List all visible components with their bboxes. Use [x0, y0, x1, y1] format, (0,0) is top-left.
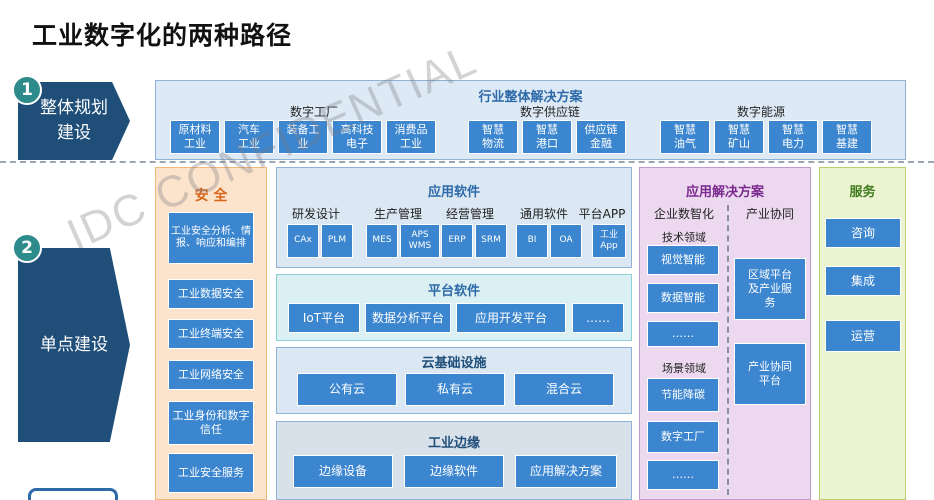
- industry-title: 行业整体解决方案: [478, 90, 583, 105]
- solution-col2-label: 产业协同: [745, 207, 794, 221]
- security-item: 工业身份和数字信任: [168, 401, 254, 445]
- industry-item: 智慧 油气: [660, 120, 710, 154]
- collab-item: 产业协同 平台: [734, 343, 806, 405]
- edge-title: 工业边缘: [427, 436, 480, 451]
- step1-number-badge: 1: [12, 75, 42, 105]
- divider-dashed: [0, 161, 934, 163]
- solution-divider: [727, 205, 729, 495]
- tech-item: 数据智能: [647, 283, 719, 313]
- company-logo: [28, 488, 118, 500]
- scene-item: 数字工厂: [647, 421, 719, 453]
- collab-item: 区域平台 及产业服 务: [734, 258, 806, 320]
- cloud-item: 私有云: [405, 373, 505, 406]
- edge-item: 应用解决方案: [515, 455, 617, 488]
- service-item: 咨询: [825, 218, 901, 248]
- industry-item: 智慧 港口: [522, 120, 572, 154]
- service-item: 集成: [825, 266, 901, 296]
- app-group-label: 研发设计: [291, 207, 340, 221]
- platform-title: 平台软件: [427, 284, 480, 299]
- app-item: MES: [366, 224, 398, 258]
- app-item: SRM: [475, 224, 507, 258]
- tech-item: 视觉智能: [647, 245, 719, 275]
- service-item: 运营: [825, 320, 901, 352]
- security-item: 工业安全服务: [168, 453, 254, 493]
- scene-item: ……: [647, 460, 719, 490]
- tech-item: ……: [647, 321, 719, 347]
- scene-label: 场景领域: [662, 362, 706, 375]
- app-group-label: 经营管理: [445, 207, 494, 221]
- group-label-digital-supply-chain: 数字供应链: [519, 105, 580, 119]
- step1-label: 整体规划 建设: [40, 98, 108, 143]
- industry-item: 智慧 基建: [822, 120, 872, 154]
- industry-item: 装备工 业: [278, 120, 328, 154]
- cloud-title: 云基础设施: [421, 356, 487, 371]
- app-item: APS WMS: [400, 224, 440, 258]
- platform-item: IoT平台: [288, 303, 360, 333]
- page-title: 工业数字化的两种路径: [32, 21, 293, 50]
- security-title: 安 全: [194, 188, 228, 204]
- tech-label: 技术领域: [662, 231, 706, 244]
- security-item: 工业数据安全: [168, 279, 254, 309]
- cloud-item: 公有云: [297, 373, 397, 406]
- industry-item: 高科技 电子: [332, 120, 382, 154]
- step1-chevron: 整体规划 建设: [18, 82, 130, 160]
- security-item: 工业终端安全: [168, 319, 254, 349]
- solution-title: 应用解决方案: [685, 185, 764, 200]
- industry-item: 消费品 工业: [386, 120, 436, 154]
- step2-chevron: 单点建设: [18, 248, 130, 442]
- app-item: BI: [516, 224, 548, 258]
- edge-item: 边缘设备: [293, 455, 393, 488]
- step2-label: 单点建设: [40, 334, 108, 355]
- platform-item: 应用开发平台: [456, 303, 566, 333]
- app-item: CAx: [287, 224, 319, 258]
- solution-col1-label: 企业数智化: [653, 207, 714, 221]
- cloud-item: 混合云: [514, 373, 614, 406]
- app-group-label: 生产管理: [373, 207, 422, 221]
- app-software-title: 应用软件: [427, 185, 480, 200]
- scene-item: 节能降碳: [647, 378, 719, 412]
- app-item: PLM: [321, 224, 353, 258]
- app-item: OA: [550, 224, 582, 258]
- industry-item: 汽车 工业: [224, 120, 274, 154]
- services-title: 服务: [849, 185, 876, 200]
- app-group-label: 平台APP: [578, 207, 626, 221]
- platform-item: 数据分析平台: [365, 303, 451, 333]
- app-group-label: 通用软件: [519, 207, 568, 221]
- industry-item: 智慧 矿山: [714, 120, 764, 154]
- security-item: 工业网络安全: [168, 360, 254, 390]
- industry-item: 原材料 工业: [170, 120, 220, 154]
- step2-number-badge: 2: [12, 233, 42, 263]
- app-item: ERP: [441, 224, 473, 258]
- group-label-digital-energy: 数字能源: [736, 105, 785, 119]
- edge-item: 边缘软件: [404, 455, 504, 488]
- group-label-digital-factory: 数字工厂: [289, 105, 338, 119]
- app-item: 工业 App: [592, 224, 626, 258]
- security-item: 工业安全分析、情报、响应和编排: [168, 212, 254, 264]
- industry-item: 供应链 金融: [576, 120, 626, 154]
- platform-item: ……: [572, 303, 624, 333]
- industry-item: 智慧 物流: [468, 120, 518, 154]
- industry-item: 智慧 电力: [768, 120, 818, 154]
